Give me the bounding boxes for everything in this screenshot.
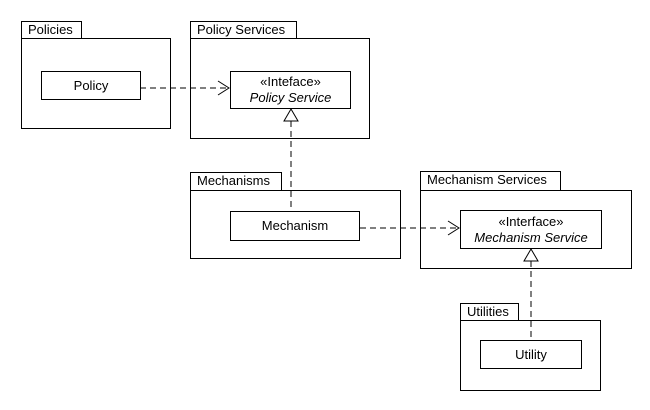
package-policies-label: Policies	[28, 22, 73, 37]
class-box-utility: Utility	[480, 340, 582, 369]
package-mechanism-services-label: Mechanism Services	[427, 172, 547, 187]
interface-box-policy-service: «Inteface» Policy Service	[230, 71, 351, 109]
package-policy-services-tab: Policy Services	[190, 21, 297, 39]
package-utilities-tab: Utilities	[460, 303, 519, 321]
package-mechanisms-label: Mechanisms	[197, 173, 270, 188]
class-label-utility: Utility	[515, 346, 547, 362]
package-utilities-label: Utilities	[467, 304, 509, 319]
package-mechanism-services-tab: Mechanism Services	[420, 171, 561, 191]
class-box-mechanism: Mechanism	[230, 211, 360, 241]
class-box-policy: Policy	[41, 71, 141, 100]
interface-mechanism-service-name: Mechanism Service	[474, 229, 588, 245]
package-policies-tab: Policies	[21, 21, 82, 39]
class-label-policy: Policy	[73, 77, 109, 93]
interface-box-mechanism-service: «Interface» Mechanism Service	[460, 210, 602, 249]
class-label-mechanism: Mechanism	[261, 218, 329, 233]
interface-policy-service-name: Policy Service	[249, 90, 332, 105]
interface-mechanism-service-stereotype: «Interface»	[498, 213, 564, 229]
interface-policy-service-stereotype: «Inteface»	[260, 74, 321, 89]
package-mechanisms-tab: Mechanisms	[190, 172, 282, 191]
package-policy-services-label: Policy Services	[197, 22, 286, 37]
